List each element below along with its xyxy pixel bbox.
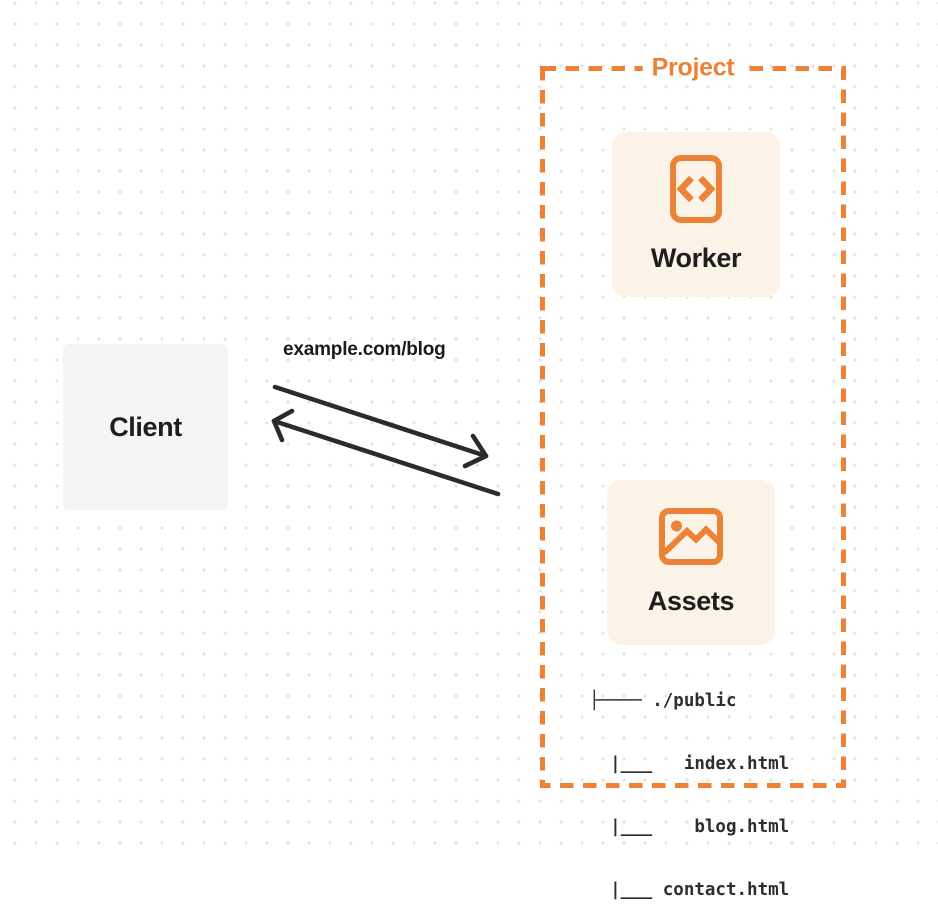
assets-file-tree: ├──── ./public |___ index.html |___ blog…: [589, 649, 789, 922]
code-file-icon: [670, 155, 722, 223]
assets-node: Assets: [607, 480, 775, 645]
client-node: Client: [63, 344, 228, 510]
project-title: Project: [642, 53, 744, 83]
project-container: Project: [540, 53, 846, 788]
client-label: Client: [109, 411, 182, 442]
file-tree-line-contact: |___ contact.html: [589, 880, 790, 900]
file-tree-line-public: ├──── ./public: [589, 691, 737, 711]
image-icon: [659, 508, 723, 565]
request-url-label: example.com/blog: [283, 339, 446, 360]
assets-label: Assets: [647, 586, 735, 616]
worker-node: Worker: [612, 132, 780, 297]
worker-label: Worker: [650, 243, 742, 273]
file-tree-line-index: |___ index.html: [589, 754, 790, 774]
file-tree-line-blog: |___ blog.html: [589, 817, 790, 837]
